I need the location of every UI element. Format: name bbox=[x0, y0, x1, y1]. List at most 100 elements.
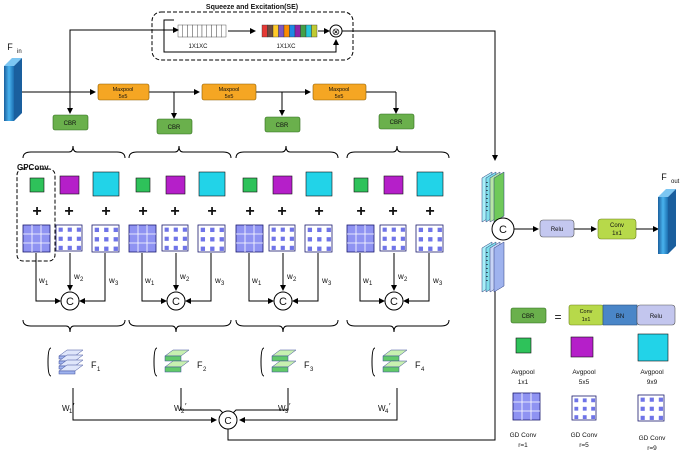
legend-avgpool-5-label: Avgpool bbox=[572, 369, 596, 376]
relu-label: Relu bbox=[551, 227, 563, 233]
plus-sign-3: + bbox=[101, 203, 110, 220]
output-label-main: F bbox=[661, 172, 667, 182]
legend-gdconv-r1-rate: r=1 bbox=[518, 442, 528, 449]
weight-label-w3: w bbox=[432, 276, 439, 285]
cbr-2: CBR bbox=[156, 118, 193, 135]
cbr-3-label: CBR bbox=[276, 123, 289, 129]
branch-concat-label: C bbox=[390, 296, 398, 308]
se-cell bbox=[305, 24, 312, 38]
weight-label-w1: w bbox=[251, 276, 258, 285]
se-cell bbox=[196, 24, 203, 38]
feature-label-main: F bbox=[91, 360, 97, 370]
legend-gdconv-r9-label: GD Conv bbox=[639, 435, 666, 442]
branch-concat-node bbox=[273, 291, 293, 311]
avgpool-1x1 bbox=[353, 177, 369, 193]
se-cell bbox=[261, 24, 268, 38]
conv-out-size: 1x1 bbox=[612, 231, 622, 237]
weight-label-idx1: 1 bbox=[369, 281, 373, 287]
weight-label-idx1: 1 bbox=[45, 281, 49, 287]
se-cell bbox=[289, 24, 296, 38]
cbr-1-label: CBR bbox=[64, 121, 77, 127]
legend-avgpool-9-swatch bbox=[637, 333, 669, 362]
se-vector-a bbox=[177, 24, 227, 38]
branch-bottom-brace bbox=[235, 319, 339, 333]
legend-cbr-box bbox=[510, 307, 547, 324]
fusion-weight-prime: ′ bbox=[185, 402, 187, 411]
gd-conv-kernels bbox=[346, 224, 444, 253]
maxpool-1-size: 5x5 bbox=[119, 94, 128, 100]
se-cell bbox=[192, 24, 198, 38]
weight-label-idx2: 2 bbox=[80, 277, 84, 283]
avgpool-1x1 bbox=[29, 177, 45, 193]
legend-gdconv-r9-rate: r=9 bbox=[647, 445, 657, 452]
plus-sign-3: + bbox=[314, 203, 323, 220]
plus-sign-2: + bbox=[388, 203, 397, 220]
weight-label-idx3: 3 bbox=[115, 281, 119, 287]
branch-concat-label: C bbox=[172, 296, 180, 308]
gd-conv-kernels bbox=[128, 224, 226, 253]
plus-sign-2: + bbox=[64, 203, 73, 220]
weight-label-w2: w bbox=[179, 272, 186, 281]
fusion-weight-main: W bbox=[278, 404, 286, 413]
feature-stack-icon bbox=[260, 347, 297, 377]
legend-bn-label: BN bbox=[616, 314, 624, 320]
fusion-weight-main: W bbox=[62, 404, 70, 413]
weight-label-idx3: 3 bbox=[439, 281, 443, 287]
weight-label-idx2: 2 bbox=[293, 277, 297, 283]
se-feature-stack bbox=[481, 171, 505, 223]
legend-avgpool-9-size: 9x9 bbox=[647, 379, 658, 386]
se-block: Squeeze and Excitation(SE) 1X1XC 1X1XC ⊗ bbox=[151, 4, 354, 61]
avgpool-9x9 bbox=[92, 171, 120, 197]
fusion-weight-main: W bbox=[378, 404, 386, 413]
se-cell bbox=[177, 24, 184, 38]
plus-sign-1: + bbox=[356, 203, 365, 220]
fusion-concat-label: C bbox=[499, 224, 507, 236]
branch-top-brace bbox=[346, 145, 450, 159]
se-title: Squeeze and Excitation(SE) bbox=[206, 4, 298, 11]
weight-label-idx1: 1 bbox=[258, 281, 262, 287]
fusion-weight-prime: ′ bbox=[73, 402, 75, 411]
se-multiply-symbol: ⊗ bbox=[332, 27, 340, 38]
cbr-1: CBR bbox=[52, 114, 89, 131]
se-cell bbox=[216, 24, 222, 38]
plus-sign-3: + bbox=[207, 203, 216, 220]
legend-avgpool-1-size: 1x1 bbox=[518, 379, 529, 386]
feature-stack-icon bbox=[47, 347, 84, 377]
input-feature: F in bbox=[4, 42, 22, 121]
se-label-b: 1X1XC bbox=[276, 44, 296, 50]
legend-gdconv-r5-label: GD Conv bbox=[571, 432, 598, 439]
feature-label-main: F bbox=[415, 360, 421, 370]
branch-bottom-brace bbox=[346, 319, 450, 333]
stack-sheet bbox=[493, 241, 505, 293]
branch-concat-label: C bbox=[279, 296, 287, 308]
weight-label-idx2: 2 bbox=[404, 277, 408, 283]
se-cell bbox=[206, 24, 212, 38]
legend-conv-size: 1x1 bbox=[582, 317, 591, 323]
branch-bottom-brace bbox=[22, 319, 126, 333]
legend-equals: = bbox=[554, 310, 561, 324]
se-cell bbox=[294, 24, 301, 38]
legend-avgpool-9-label: Avgpool bbox=[640, 369, 664, 376]
maxpool-1: Maxpool 5x5 bbox=[97, 83, 150, 101]
feature-label-main: F bbox=[304, 360, 310, 370]
se-cell bbox=[283, 24, 290, 38]
feature-label-main: F bbox=[197, 360, 203, 370]
fusion-weight-sub: 3 bbox=[285, 409, 289, 415]
avgpool-5x5 bbox=[383, 175, 404, 195]
weight-label-w2: w bbox=[73, 272, 80, 281]
fusion-weight-sub: 1 bbox=[69, 409, 73, 415]
maxpool-3-size: 5x5 bbox=[335, 94, 344, 100]
avgpool-1x1 bbox=[242, 177, 258, 193]
weight-label-w2: w bbox=[286, 272, 293, 281]
feature-stack-icon bbox=[371, 347, 408, 377]
avgpool-9x9 bbox=[416, 171, 444, 197]
plus-sign-1: + bbox=[32, 203, 41, 220]
output-label-sub: out bbox=[671, 179, 680, 185]
se-cell bbox=[311, 24, 318, 38]
fusion-weight-prime: ′ bbox=[289, 402, 291, 411]
